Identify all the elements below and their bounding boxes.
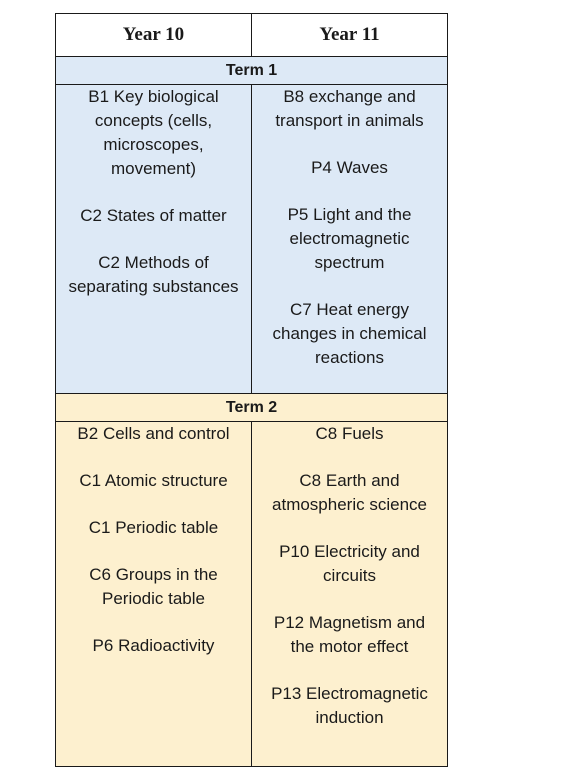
term-1-label: Term 1 bbox=[55, 56, 448, 85]
topic-item: B2 Cells and control bbox=[77, 424, 230, 443]
term-2-header-row: Term 2 bbox=[55, 393, 448, 422]
term-2-topics-row: B2 Cells and control C1 Atomic structure… bbox=[55, 421, 448, 767]
curriculum-table: Year 10 Year 11 Term 1 B1 Key biological… bbox=[55, 13, 448, 767]
topic-item: C2 States of matter bbox=[80, 206, 227, 225]
topic-item: P6 Radioactivity bbox=[92, 636, 215, 655]
topic-item: P5 Light and the electromagnetic spectru… bbox=[287, 205, 412, 272]
topic-item: C8 Earth and atmospheric science bbox=[272, 471, 427, 514]
column-header-year11: Year 11 bbox=[251, 13, 448, 57]
topic-item: P13 Electromagnetic induction bbox=[271, 684, 428, 727]
term-2-year11-cell: C8 Fuels C8 Earth and atmospheric scienc… bbox=[251, 421, 448, 767]
topic-item: C1 Atomic structure bbox=[79, 471, 228, 490]
topic-item: C6 Groups in the Periodic table bbox=[89, 565, 218, 608]
topic-item: P12 Magnetism and the motor effect bbox=[273, 613, 426, 656]
topic-item: P10 Electricity and circuits bbox=[279, 542, 420, 585]
topic-item: B1 Key biological concepts (cells, micro… bbox=[88, 87, 219, 178]
topic-item: C8 Fuels bbox=[315, 424, 384, 443]
column-header-year10: Year 10 bbox=[55, 13, 252, 57]
term-2-year10-cell: B2 Cells and control C1 Atomic structure… bbox=[55, 421, 252, 767]
topic-item: B8 exchange and transport in animals bbox=[275, 87, 424, 130]
term-2-label: Term 2 bbox=[55, 393, 448, 422]
term-1-year10-cell: B1 Key biological concepts (cells, micro… bbox=[55, 84, 252, 394]
term-1-topics-row: B1 Key biological concepts (cells, micro… bbox=[55, 84, 448, 394]
topic-item: C7 Heat energy changes in chemical react… bbox=[272, 300, 427, 367]
topic-item: C1 Periodic table bbox=[88, 518, 219, 537]
term-1-year11-cell: B8 exchange and transport in animals P4 … bbox=[251, 84, 448, 394]
header-row: Year 10 Year 11 bbox=[55, 13, 448, 57]
term-1-header-row: Term 1 bbox=[55, 56, 448, 85]
topic-item: P4 Waves bbox=[311, 158, 388, 177]
topic-item: C2 Methods of separating substances bbox=[68, 253, 239, 296]
